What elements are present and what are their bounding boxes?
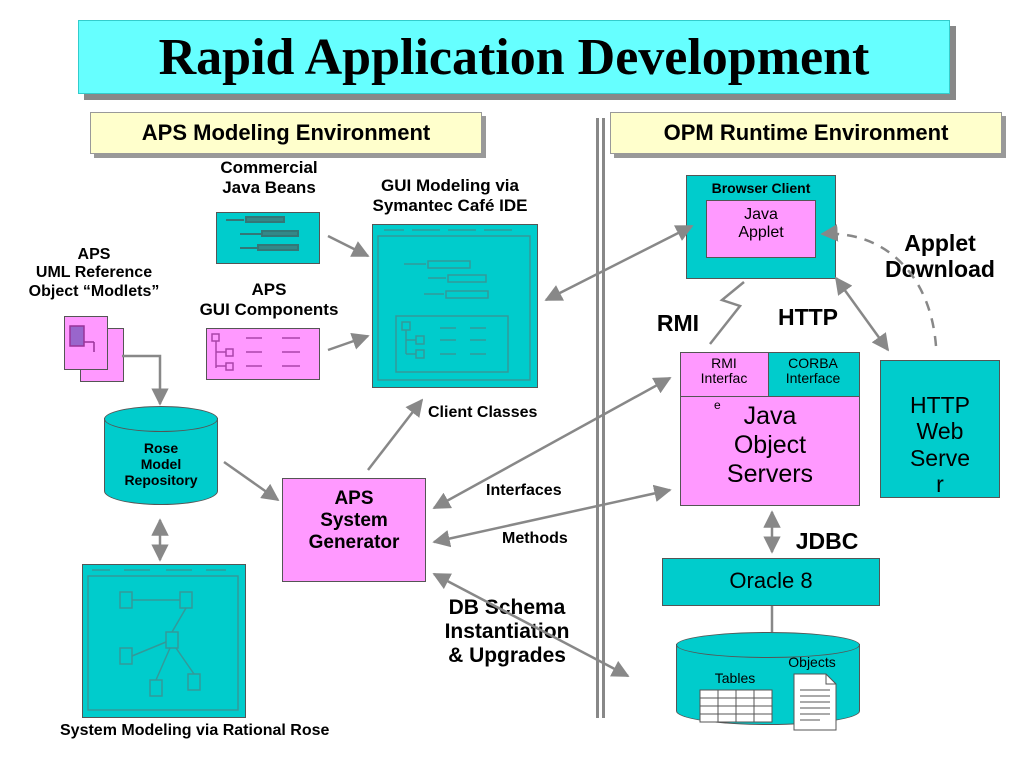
java-object-servers-line2: Object <box>733 430 807 459</box>
arrow-beans-ide <box>327 234 370 258</box>
arrow-generator-client <box>367 398 424 471</box>
rmi-interface-line2: Interfac <box>700 370 748 387</box>
commercial-beans-line2: Java Beans <box>222 177 316 197</box>
browser-client-label: Browser Client <box>711 180 811 196</box>
commercial-beans-label: Commercial Java Beans <box>198 158 340 197</box>
rmi-interface-label: RMI Interfac <box>680 355 768 387</box>
java-applet-label: Java Applet <box>706 206 816 243</box>
http-web-server-line3: Serve <box>909 444 971 471</box>
opm-runtime-header-text: OPM Runtime Environment <box>663 120 949 145</box>
java-applet-line1: Java <box>744 206 778 223</box>
arrow-applet-download <box>820 224 938 347</box>
rmi-interface-overflow: e <box>714 398 721 412</box>
page-title: Rapid Application Development <box>158 28 870 86</box>
arrow-guicomp-ide <box>327 332 370 352</box>
arrow-ide-applet <box>544 224 694 302</box>
rational-rose-window <box>82 564 246 718</box>
java-object-servers-label: Java Object Servers <box>700 402 840 488</box>
aps-generator-line2: System <box>320 509 388 531</box>
rose-repo-top <box>104 406 218 432</box>
aps-uml-label: APS UML Reference Object “Modlets” <box>4 246 184 301</box>
rose-repo-line1: Rose <box>143 440 179 456</box>
database-top <box>676 632 860 658</box>
gui-modeling-label: GUI Modeling via Symantec Café IDE <box>340 176 560 215</box>
jdbc-label: JDBC <box>795 528 859 554</box>
system-modeling-label: System Modeling via Rational Rose <box>60 722 330 739</box>
arrow-generator-methods <box>432 484 672 548</box>
applet-download-line2: Download <box>885 256 995 283</box>
title-banner: Rapid Application Development <box>78 20 950 94</box>
arrow-modlet-repo <box>122 354 169 406</box>
document-icon <box>793 673 837 731</box>
aps-gui-line2: GUI Components <box>199 299 339 319</box>
http-web-server-line1: HTTP <box>909 392 971 418</box>
arrow-generator-interfaces <box>432 376 672 510</box>
applet-download-label: Applet Download <box>868 230 1012 283</box>
aps-gui-line1: APS <box>251 280 287 299</box>
corba-interface-box <box>768 352 860 398</box>
rose-repo-label: Rose Model Repository <box>104 440 218 488</box>
http-web-server-line2: Web <box>916 418 964 445</box>
aps-generator-line3: Generator <box>308 531 400 553</box>
oracle-label: Oracle 8 <box>729 568 813 593</box>
java-object-servers-box <box>680 396 860 506</box>
java-object-servers-line1: Java <box>743 402 797 430</box>
applet-download-line1: Applet <box>904 230 976 256</box>
java-object-servers-line3: Servers <box>726 459 814 488</box>
gui-modeling-line2: Symantec Café IDE <box>372 195 528 215</box>
arrow-generator-db <box>432 572 630 678</box>
rose-repo-line3: Repository <box>124 472 198 489</box>
corba-interface-line1: CORBA <box>788 355 838 371</box>
rmi-label: RMI <box>656 310 700 336</box>
rmi-lightning <box>709 281 745 345</box>
java-applet-line2: Applet <box>738 224 784 242</box>
rmi-interface-box <box>680 352 770 398</box>
http-web-server-box <box>880 360 1000 498</box>
symantec-ide-window <box>372 224 538 388</box>
commercial-beans-line1: Commercial <box>220 158 318 177</box>
aps-modeling-header: APS Modeling Environment <box>90 112 482 154</box>
rmi-interface-line1: RMI <box>711 355 737 371</box>
aps-uml-line2: UML Reference <box>35 264 153 282</box>
opm-runtime-header: OPM Runtime Environment <box>610 112 1002 154</box>
aps-modeling-header-text: APS Modeling Environment <box>141 120 431 145</box>
rose-repo-body <box>104 418 218 505</box>
rose-repo-line2: Model <box>140 456 182 473</box>
corba-interface-label: CORBA Interface <box>768 355 858 387</box>
corba-interface-line2: Interface <box>785 370 841 387</box>
oracle-box <box>662 558 880 606</box>
aps-uml-line3: Object “Modlets” <box>28 282 160 300</box>
aps-generator-label: APS System Generator <box>282 488 426 554</box>
http-label: HTTP <box>777 304 839 330</box>
arrow-repo-generator <box>223 460 280 502</box>
aps-generator-line1: APS <box>334 488 374 509</box>
tables-label: Tables <box>714 670 756 686</box>
java-applet-box <box>706 200 816 258</box>
http-web-server-label: HTTP Web Serve r <box>880 392 1000 498</box>
gui-components-box <box>206 328 320 380</box>
aps-uml-line1: APS <box>77 246 111 263</box>
gui-modeling-line1: GUI Modeling via <box>381 176 519 195</box>
http-web-server-line4: r <box>936 471 944 498</box>
objects-label: Objects <box>788 654 836 670</box>
aps-gui-label: APS GUI Components <box>186 280 352 319</box>
aps-generator-box <box>282 478 426 582</box>
arrow-http <box>834 276 890 352</box>
